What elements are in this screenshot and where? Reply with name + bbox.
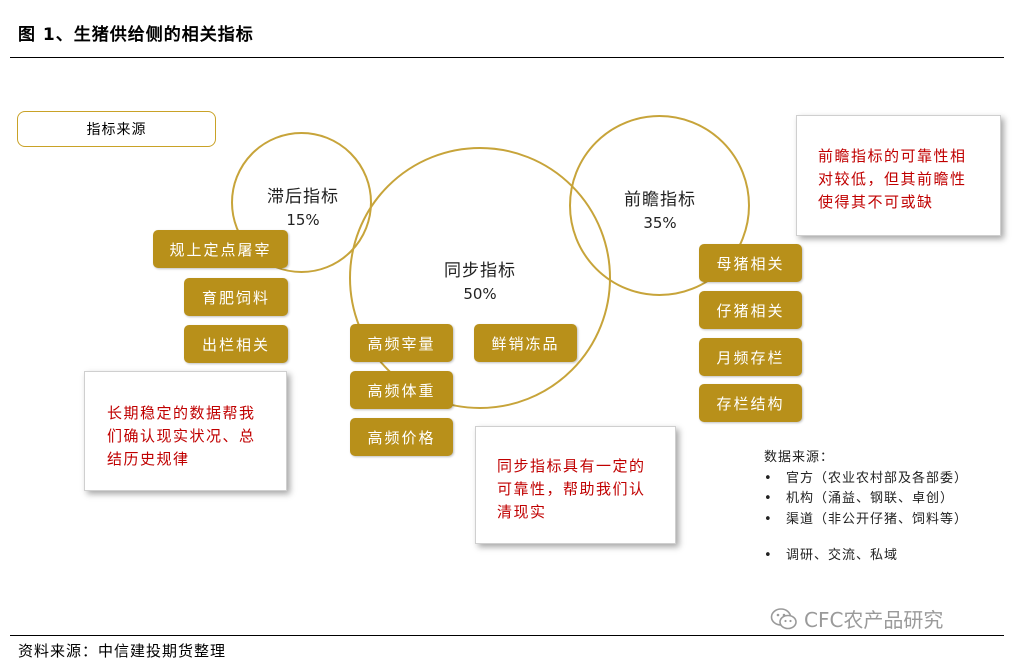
bottom-rule — [10, 635, 1004, 636]
sync-item: 高频宰量 — [350, 324, 453, 362]
lagging-note: 长期稳定的数据帮我 们确认现实状况、总 结历史规律 — [84, 371, 287, 491]
sync-pct: 50% — [463, 285, 497, 303]
data-sources-heading: 数据来源： — [764, 450, 835, 465]
wechat-icon — [770, 607, 798, 631]
lagging-pct: 15% — [286, 211, 320, 229]
note-line: 结历史规律 — [107, 450, 190, 468]
leading-label: 前瞻指标 35% — [600, 185, 720, 232]
top-rule — [10, 57, 1004, 58]
lagging-item: 规上定点屠宰 — [153, 230, 288, 268]
lagging-name: 滞后指标 — [267, 187, 339, 207]
sync-item: 高频价格 — [350, 418, 453, 456]
note-line: 清现实 — [497, 503, 547, 521]
leading-item: 母猪相关 — [699, 244, 802, 282]
note-line: 对较低，但其前瞻性 — [818, 170, 967, 188]
data-sources-list: 官方（农业农村部及各部委） 机构（涌益、钢联、卓创） 渠道（非公开仔猪、饲料等）… — [764, 469, 1004, 567]
data-source-item: 官方（农业农村部及各部委） — [764, 469, 1004, 490]
data-source-item: 渠道（非公开仔猪、饲料等） — [764, 510, 1004, 531]
sync-note: 同步指标具有一定的 可靠性，帮助我们认 清现实 — [475, 426, 676, 544]
sync-name: 同步指标 — [444, 261, 516, 281]
leading-item: 月频存栏 — [699, 338, 802, 376]
data-source-item: 机构（涌益、钢联、卓创） — [764, 489, 1004, 510]
sync-label: 同步指标 50% — [420, 256, 540, 303]
leading-circle — [569, 115, 750, 296]
watermark-text: CFC农产品研究 — [804, 608, 944, 632]
note-line: 可靠性，帮助我们认 — [497, 480, 646, 498]
leading-note: 前瞻指标的可靠性相 对较低，但其前瞻性 使得其不可或缺 — [796, 115, 1001, 236]
data-sources: 数据来源： 官方（农业农村部及各部委） 机构（涌益、钢联、卓创） 渠道（非公开仔… — [764, 448, 1004, 567]
watermark: CFC农产品研究 — [770, 604, 943, 633]
note-line: 们确认现实状况、总 — [107, 427, 256, 445]
sync-item: 高频体重 — [350, 371, 453, 409]
note-line: 使得其不可或缺 — [818, 193, 934, 211]
lagging-item: 育肥饲料 — [184, 278, 288, 316]
leading-name: 前瞻指标 — [624, 190, 696, 210]
lagging-item: 出栏相关 — [184, 325, 288, 363]
note-line: 前瞻指标的可靠性相 — [818, 147, 967, 165]
leading-item: 存栏结构 — [699, 384, 802, 422]
lagging-circle — [231, 132, 372, 273]
source-footer: 资料来源：中信建投期货整理 — [18, 642, 227, 660]
leading-item: 仔猪相关 — [699, 291, 802, 329]
data-source-item: 调研、交流、私域 — [764, 546, 1004, 567]
legend-box: 指标来源 — [17, 111, 216, 147]
sync-item: 鲜销冻品 — [474, 324, 577, 362]
leading-pct: 35% — [643, 214, 677, 232]
figure-title: 图 1、生猪供给侧的相关指标 — [18, 25, 254, 45]
lagging-label: 滞后指标 15% — [243, 182, 363, 229]
note-line: 同步指标具有一定的 — [497, 457, 646, 475]
note-line: 长期稳定的数据帮我 — [107, 404, 256, 422]
